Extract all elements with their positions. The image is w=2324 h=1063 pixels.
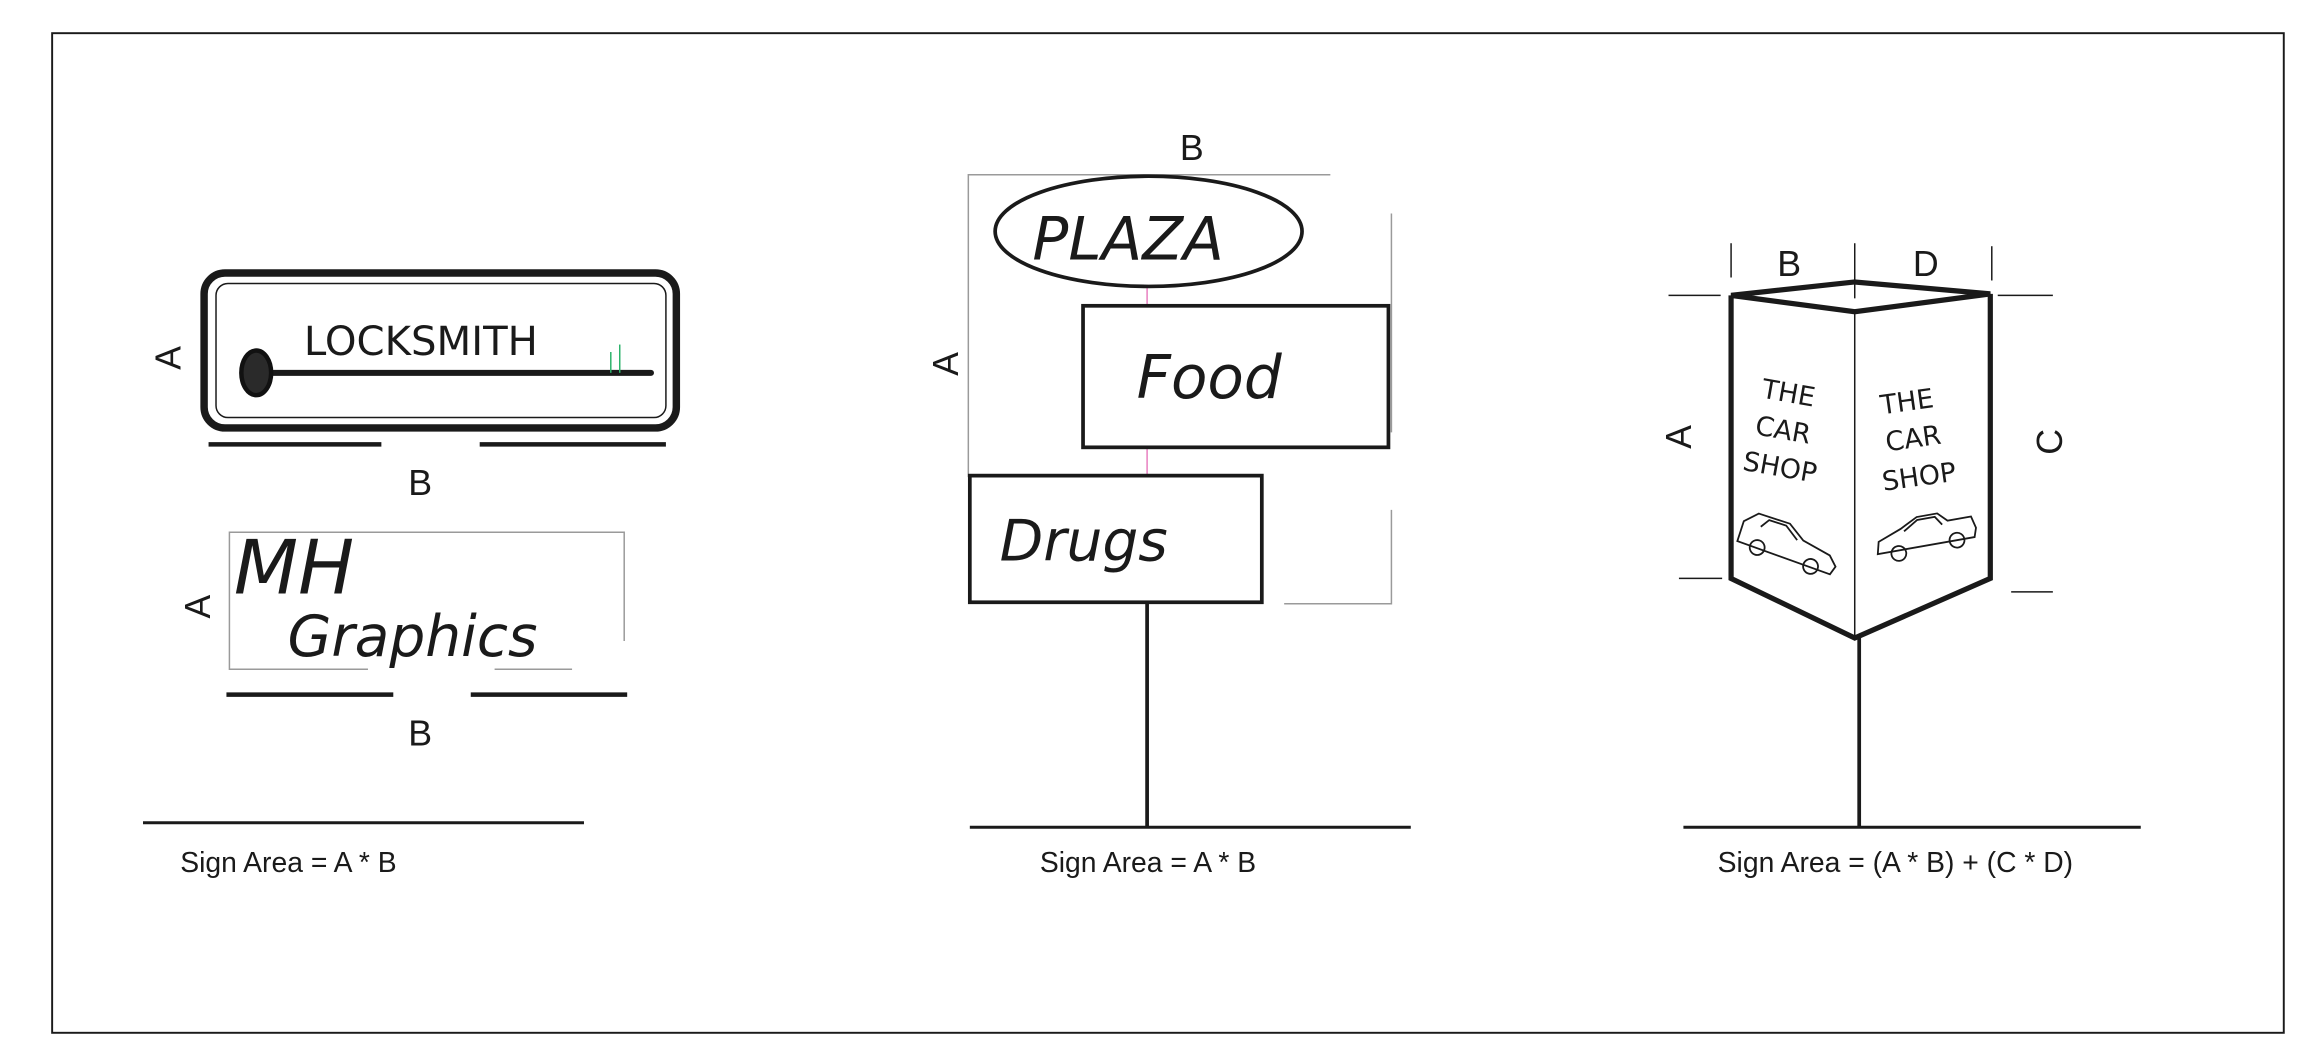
plaza-sign: PLAZA Food Drugs bbox=[967, 173, 1393, 828]
panel-left-line: SHOP bbox=[1741, 446, 1820, 489]
plaza-text: PLAZA bbox=[1032, 206, 1223, 275]
dim-b-label: B bbox=[408, 463, 432, 503]
dim-c-label: C bbox=[2030, 429, 2070, 455]
mh-text: MH bbox=[234, 524, 354, 611]
diagram-frame bbox=[51, 32, 2285, 1034]
car-icon bbox=[1736, 512, 1837, 576]
formula-text: Sign Area = A * B bbox=[180, 846, 396, 878]
drugs-text: Drugs bbox=[1000, 509, 1168, 575]
panel-right-line: SHOP bbox=[1880, 457, 1958, 498]
locksmith-sign: LOCKSMITH bbox=[200, 269, 681, 432]
graphics-text: Graphics bbox=[288, 604, 538, 670]
formula-text: Sign Area = (A * B) + (C * D) bbox=[1718, 846, 2073, 878]
dim-a-label: A bbox=[178, 595, 218, 619]
dim-d-label: D bbox=[1913, 244, 1939, 284]
dim-b-label: B bbox=[1777, 244, 1801, 284]
dim-a-label: A bbox=[926, 352, 966, 376]
food-text: Food bbox=[1137, 344, 1283, 413]
mh-graphics-sign: MH Graphics bbox=[228, 524, 625, 671]
dim-b-label: B bbox=[408, 713, 432, 753]
dim-b-label: B bbox=[1180, 128, 1204, 168]
dim-a-label: A bbox=[1659, 425, 1699, 449]
panel-right-line: CAR bbox=[1884, 420, 1943, 458]
locksmith-text: LOCKSMITH bbox=[304, 319, 538, 365]
panel-left-line: THE bbox=[1758, 374, 1817, 414]
panel-right-line: THE bbox=[1877, 383, 1935, 421]
panel-left-line: CAR bbox=[1753, 410, 1813, 450]
formula-text: Sign Area = A * B bbox=[1040, 846, 1256, 878]
key-head-icon bbox=[239, 348, 274, 398]
car-shop-sign: THE CAR SHOP THE CAR SHOP bbox=[1728, 279, 1993, 828]
dim-a-label: A bbox=[148, 346, 188, 370]
car-icon bbox=[1876, 512, 1977, 562]
